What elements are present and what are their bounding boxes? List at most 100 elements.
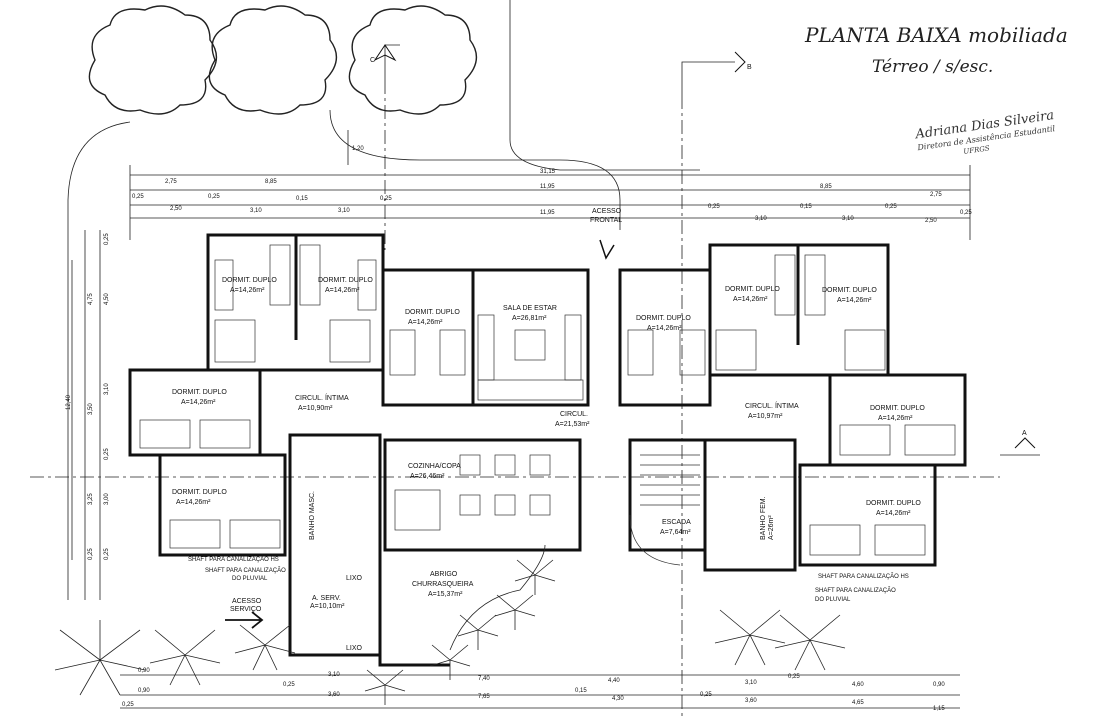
shaft-note-right-3: DO PLUVIAL: [815, 597, 851, 603]
room-dorm-5-name: DORMIT. DUPLO: [725, 286, 780, 293]
dim-bot-460: 4,60: [852, 682, 864, 688]
dim-bot-310: 3,10: [328, 672, 340, 678]
room-dorm-8-name: DORMIT. DUPLO: [172, 489, 227, 496]
room-circul-name: CIRCUL.: [560, 411, 588, 418]
bottom-dimension-texts: 0,90 0,90 3,10 7,40 4,40 3,10 4,60 0,25 …: [122, 668, 945, 712]
dim-bot-430: 4,30: [612, 696, 624, 702]
dim-top-right-275: 2,75: [930, 192, 942, 198]
room-dorm-10-area: A=14,26m²: [876, 510, 911, 517]
side-dimension-texts: 12,40 4,75 4,50 0,25 3,10 3,50 0,25 3,25…: [66, 233, 110, 560]
dimension-lines: [71, 130, 971, 709]
acesso-frontal-label-1: ACESSO: [592, 208, 622, 215]
palm-icon: [54, 620, 146, 696]
drawing-subtitle: Térreo / s/esc.: [872, 57, 993, 77]
room-dorm-5-area: A=14,26m²: [733, 296, 768, 303]
dim-bot-360: 3,60: [328, 692, 340, 698]
dim-bot-115: 1,15: [933, 706, 945, 712]
dim-bot-360b: 3,60: [745, 698, 757, 704]
room-dorm-10-name: DORMIT. DUPLO: [866, 500, 921, 507]
room-churrasqueira-name: CHURRASQUEIRA: [412, 581, 474, 588]
dim-bot-090b: 0,90: [138, 688, 150, 694]
room-banho-fem-name: BANHO FEM.: [760, 496, 767, 540]
dim-top-total: 31,15: [540, 169, 556, 175]
room-dorm-3-name: DORMIT. DUPLO: [405, 309, 460, 316]
dim-bot-440: 4,40: [608, 678, 620, 684]
arrow-down-icon: [599, 239, 615, 260]
room-dorm-6-name: DORMIT. DUPLO: [822, 287, 877, 294]
dim-side-025d: 0,25: [104, 548, 110, 560]
room-dorm-2-name: DORMIT. DUPLO: [318, 277, 373, 284]
room-cozinha-area: A=26,46m²: [410, 473, 445, 480]
shaft-note-left-2: SHAFT PARA CANALIZAÇÃO: [205, 567, 286, 574]
room-dorm-4-area: A=14,26m²: [647, 325, 682, 332]
room-dorm-4-name: DORMIT. DUPLO: [636, 315, 691, 322]
stamp-org: UFRGS: [963, 144, 990, 156]
dim-mid-1195: 11,95: [540, 210, 555, 216]
approval-stamp: Adriana Dias Silveira Diretora de Assist…: [914, 108, 1056, 156]
dim-bot-025d: 0,25: [700, 692, 712, 698]
dim-side-025a: 0,25: [104, 233, 110, 245]
section-a-label: A: [1022, 430, 1027, 437]
dim-right-250: 2,50: [925, 218, 937, 224]
section-b-label: B: [747, 64, 752, 71]
acesso-frontal: ACESSO FRONTAL: [590, 208, 622, 260]
room-dorm-7-name: DORMIT. DUPLO: [172, 389, 227, 396]
room-lixo1-name: LIXO: [346, 575, 363, 582]
tree-canopies: [88, 5, 478, 115]
furniture: [139, 244, 956, 566]
room-churrasqueira-area: A=15,37m²: [428, 591, 463, 598]
shaft-note-right-1: SHAFT PARA CANALIZAÇÃO HS: [818, 573, 909, 580]
dim-bot-765: 7,65: [478, 694, 490, 700]
palm-icon: [714, 609, 786, 666]
dim-side-025b: 0,25: [104, 448, 110, 460]
room-escada-area: A=7,64m²: [660, 529, 691, 536]
room-circ-intima-1-area: A=10,90m²: [298, 405, 333, 412]
dim-bot-015: 0,15: [575, 688, 587, 694]
dim-side-025c: 0,25: [88, 548, 94, 560]
room-escada-name: ESCADA: [662, 519, 691, 526]
acesso-frontal-label-2: FRONTAL: [590, 217, 622, 224]
dim-bot-090a: 0,90: [138, 668, 150, 674]
dim-top-mid-left: 11,95: [540, 184, 555, 190]
palm-icon: [364, 669, 406, 705]
palm-icon: [149, 629, 221, 686]
room-labels: DORMIT. DUPLO A=14,26m² DORMIT. DUPLO A=…: [172, 277, 925, 652]
dim-left-025b: 0,25: [208, 194, 220, 200]
shaft-note-left-1: SHAFT PARA CANALIZAÇÃO HS: [188, 556, 279, 563]
building-walls: [128, 233, 967, 667]
dim-left-310: 3,10: [250, 208, 262, 214]
room-circ-intima-2-name: CIRCUL. ÍNTIMA: [745, 401, 799, 410]
dim-bot-090: 0,90: [933, 682, 945, 688]
room-circ-intima-1-name: CIRCUL. ÍNTIMA: [295, 393, 349, 402]
dim-top-left-275: 2,75: [165, 179, 177, 185]
shaft-note-right-2: SHAFT PARA CANALIZAÇÃO: [815, 587, 896, 594]
dim-bot-740: 7,40: [478, 676, 490, 682]
room-dorm-1-name: DORMIT. DUPLO: [222, 277, 277, 284]
acesso-servico: ACESSO SERVIÇO: [225, 598, 264, 629]
room-lixo2-name: LIXO: [346, 645, 363, 652]
room-banho-masc-name: BANHO MASC.: [309, 491, 316, 540]
room-dorm-6-area: A=14,26m²: [837, 297, 872, 304]
drawing-title: PLANTA BAIXA mobiliada: [804, 23, 1068, 47]
acesso-servico-label-1: ACESSO: [232, 598, 262, 605]
dim-top-right-885: 8,85: [820, 184, 832, 190]
room-dorm-9-area: A=14,26m²: [878, 415, 913, 422]
room-sala-area: A=26,81m²: [512, 315, 547, 322]
room-aserv-name: A. SERV.: [312, 595, 341, 602]
palm-icon: [494, 594, 536, 630]
section-marker-c: C: [370, 44, 400, 80]
room-dorm-7-area: A=14,26m²: [181, 399, 216, 406]
dim-bot-310b: 3,10: [745, 680, 757, 686]
dim-bot-465: 4,65: [852, 700, 864, 706]
palm-icon: [429, 644, 471, 680]
shaft-note-left-3: DO PLUVIAL: [232, 576, 268, 582]
dim-side-475: 4,75: [88, 293, 94, 305]
room-dorm-1-area: A=14,26m²: [230, 287, 265, 294]
tree-canopy-icon: [88, 5, 218, 115]
room-banho-fem-area: A=26m²: [768, 515, 775, 540]
room-cozinha-name: COZINHA/COPA: [408, 463, 461, 470]
arrow-right-icon: [225, 611, 264, 629]
room-dorm-2-area: A=14,26m²: [325, 287, 360, 294]
room-dorm-9-name: DORMIT. DUPLO: [870, 405, 925, 412]
